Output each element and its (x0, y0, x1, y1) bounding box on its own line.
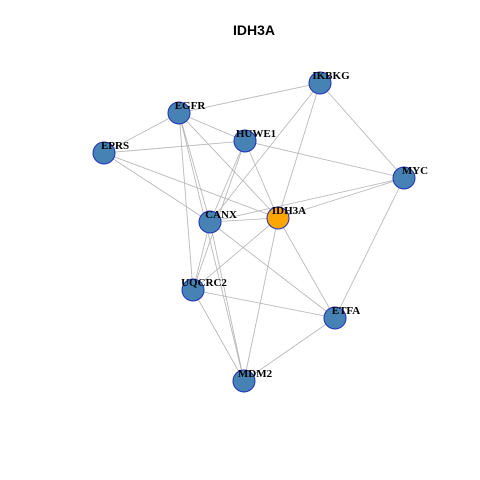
node-idh3a[interactable] (266, 206, 290, 230)
node-label-eprs: EPRS (101, 140, 129, 152)
edge-egfr-eprs (103, 112, 180, 154)
edge-huwe1-myc (244, 140, 405, 179)
edge-egfr-canx (178, 112, 211, 223)
node-label-huwe1: HUWE1 (236, 128, 276, 140)
node-label-etfa: ETFA (332, 305, 361, 317)
edge-etfa-mdm2 (243, 317, 336, 382)
node-label-ikbkg: IKBKG (312, 70, 350, 82)
edge-ikbkg-myc (319, 82, 405, 179)
edge-canx-mdm2 (209, 221, 245, 382)
edge-myc-etfa (334, 177, 405, 319)
node-etfa[interactable] (323, 306, 347, 330)
node-label-idh3a: IDH3A (272, 205, 306, 217)
edge-egfr-huwe1 (178, 112, 246, 142)
node-uqcrc2[interactable] (181, 278, 205, 302)
edge-egfr-ikbkg (178, 82, 321, 114)
node-ikbkg[interactable] (308, 71, 332, 95)
node-egfr[interactable] (167, 101, 191, 125)
edge-eprs-huwe1 (103, 140, 246, 154)
edge-eprs-idh3a (103, 152, 279, 219)
node-mdm2[interactable] (232, 369, 256, 393)
edge-uqcrc2-etfa (192, 289, 336, 319)
edge-layer (103, 82, 405, 382)
edge-huwe1-idh3a (244, 140, 279, 219)
edge-canx-etfa (209, 221, 336, 319)
edge-egfr-idh3a (178, 112, 279, 219)
node-myc[interactable] (392, 166, 416, 190)
edge-ikbkg-canx (209, 82, 321, 223)
node-layer (92, 71, 416, 393)
edge-eprs-canx (103, 152, 211, 223)
edge-egfr-uqcrc2 (178, 112, 194, 291)
node-label-mdm2: MDM2 (238, 368, 273, 380)
node-canx[interactable] (198, 210, 222, 234)
edge-canx-uqcrc2 (192, 221, 211, 291)
edge-idh3a-uqcrc2 (192, 217, 279, 291)
edge-idh3a-myc (277, 177, 405, 219)
node-label-uqcrc2: UQCRC2 (181, 277, 227, 289)
node-eprs[interactable] (92, 141, 116, 165)
node-label-myc: MYC (402, 165, 428, 177)
edge-ikbkg-idh3a (277, 82, 321, 219)
node-huwe1[interactable] (233, 129, 257, 153)
edge-idh3a-mdm2 (243, 217, 279, 382)
edge-idh3a-etfa (277, 217, 336, 319)
graph-title: IDH3A (233, 22, 275, 38)
edge-huwe1-canx (209, 140, 246, 223)
edge-canx-myc (209, 177, 405, 223)
edge-egfr-mdm2 (178, 112, 245, 382)
edge-uqcrc2-mdm2 (192, 289, 245, 382)
node-label-egfr: EGFR (175, 100, 207, 112)
node-label-canx: CANX (205, 209, 237, 221)
